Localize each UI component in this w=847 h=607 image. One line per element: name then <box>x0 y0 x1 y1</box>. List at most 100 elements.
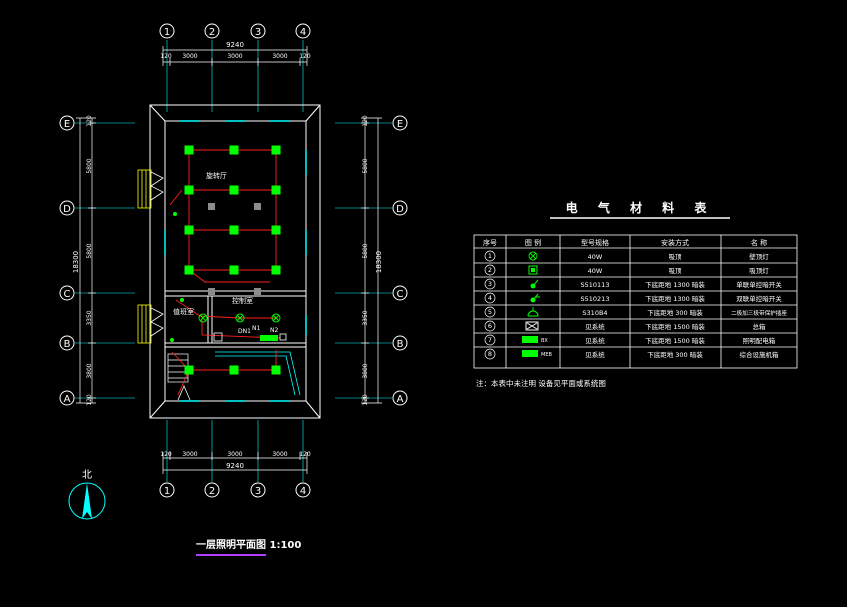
row-1-no: 1 <box>488 252 492 260</box>
right-dimensions <box>361 117 382 404</box>
legend-ceiling-lamp-icon <box>528 265 538 275</box>
panel-label-n1: N1 <box>252 325 260 332</box>
dim-bottom-segments: 120 3000 3000 3000 120 <box>160 451 311 458</box>
row-4-spec: S510213 <box>581 295 610 303</box>
top-dimensions <box>162 46 308 66</box>
panel-label-n2: N2 <box>270 327 278 334</box>
columns <box>208 203 261 295</box>
legend-socket-icon <box>527 307 539 317</box>
row-3-no: 3 <box>488 280 492 288</box>
dim-left-4: 3800 <box>86 363 93 378</box>
dim-bottom-1: 3000 <box>182 451 197 458</box>
th-no: 序号 <box>483 238 497 247</box>
table-header: 序号 图 例 型号规格 安装方式 名 称 <box>483 238 767 247</box>
row-1-install: 吸顶 <box>669 253 683 261</box>
axis-left-a: A <box>64 394 71 405</box>
th-spec: 型号规格 <box>581 238 609 247</box>
axis-left-d: D <box>63 204 71 215</box>
legend-main-box-icon <box>525 321 539 331</box>
axis-left-c: C <box>64 289 71 300</box>
row-number-circles <box>484 250 496 360</box>
entry-steps-upper <box>137 169 152 209</box>
light-3 <box>271 145 281 155</box>
table-note: 注：本表中未注明 设备见平面或系统图 <box>476 378 606 388</box>
row-6-spec: 见系统 <box>585 322 605 331</box>
light-9 <box>271 225 281 235</box>
th-install: 安装方式 <box>661 238 689 247</box>
room-label-control: 控制室 <box>232 296 253 305</box>
north-label: 北 <box>82 469 92 481</box>
dim-top-0: 120 <box>160 53 172 60</box>
row-2-no: 2 <box>488 266 492 274</box>
light-14 <box>229 365 239 375</box>
row-2-spec: 40W <box>588 267 603 275</box>
light-13 <box>184 365 194 375</box>
axis-bottom-2: 2 <box>209 486 215 497</box>
row-8-install: 下底距地 300 暗装 <box>647 350 703 359</box>
dim-left-5: 120 <box>86 394 93 406</box>
axis-bottom-4: 4 <box>300 486 306 497</box>
th-name: 名 称 <box>751 238 767 247</box>
row-5-no: 5 <box>488 308 492 316</box>
row-2-install: 吸顶 <box>669 267 683 275</box>
dim-right-5: 120 <box>362 394 369 406</box>
ceiling-lights <box>184 145 281 375</box>
dim-bottom-0: 120 <box>160 451 172 458</box>
north-arrow <box>68 482 106 520</box>
light-15 <box>271 365 281 375</box>
entry-steps-lower <box>137 304 152 344</box>
dim-right-2: 5800 <box>362 243 369 258</box>
bottom-dimensions <box>162 452 308 474</box>
row-7-name: 照明配电箱 <box>743 336 776 345</box>
dim-left-segments: 120 5800 5800 3350 3800 120 <box>86 115 93 406</box>
dim-top-4: 120 <box>299 53 311 60</box>
legend-wall-lamp-icon <box>528 251 538 261</box>
dim-left-0: 120 <box>86 115 93 127</box>
row-5-name: 二极加三极带保护插座 <box>731 309 787 317</box>
windows <box>164 120 307 402</box>
axis-right-e: E <box>397 119 403 130</box>
row-5-spec: S310B4 <box>582 309 607 317</box>
axis-bottom-1: 1 <box>164 486 170 497</box>
table-specs: 40W 40W S510113 S510213 S310B4 见系统 见系统 见… <box>581 253 610 359</box>
row-3-name: 单联单控暗开关 <box>736 280 782 289</box>
dim-right-segments: 120 5800 5800 3350 3800 120 <box>362 115 369 406</box>
axis-top-2: 2 <box>209 27 215 38</box>
light-6 <box>271 185 281 195</box>
legend-combined-box-icon <box>522 350 538 357</box>
row-4-install: 下底距地 1300 暗装 <box>645 294 705 303</box>
light-11 <box>229 265 239 275</box>
axis-right-d: D <box>396 204 404 215</box>
dim-right-1: 5800 <box>362 158 369 173</box>
switches <box>170 212 184 342</box>
dim-top-2: 3000 <box>227 53 242 60</box>
row-7-install: 下底距地 1500 暗装 <box>645 336 705 345</box>
light-4 <box>184 185 194 195</box>
axis-right-b: B <box>397 339 404 350</box>
dim-right-3: 3350 <box>362 310 369 325</box>
legend-lighting-box-icon <box>522 336 538 343</box>
row-8-name: 综合设施机箱 <box>740 350 780 359</box>
light-1 <box>184 145 194 155</box>
axis-right-a: A <box>397 394 404 405</box>
axis-top-1: 1 <box>164 27 170 38</box>
row-numbers: 1 2 3 4 5 6 7 8 <box>488 252 492 358</box>
dim-bottom-total: 9240 <box>226 462 244 470</box>
dim-left-2: 5800 <box>86 243 93 258</box>
legend-single-switch-icon <box>530 279 539 289</box>
dim-top-segments: 120 3000 3000 3000 120 <box>160 53 311 60</box>
table-install: 吸顶 吸顶 下底距地 1300 暗装 下底距地 1300 暗装 下底距地 300… <box>645 253 705 359</box>
row-1-name: 壁顶灯 <box>749 252 769 261</box>
light-5 <box>229 185 239 195</box>
dim-top-3: 3000 <box>272 53 287 60</box>
axis-left-e: E <box>64 119 70 130</box>
dim-left-3: 3350 <box>86 310 93 325</box>
row-8-spec: 见系统 <box>585 350 605 359</box>
light-10 <box>184 265 194 275</box>
dim-top-total: 9240 <box>226 41 244 49</box>
room-label-duty: 值班室 <box>173 307 194 316</box>
legend-double-switch-icon <box>530 293 540 303</box>
legend-symbols <box>522 251 540 357</box>
distribution-panels <box>213 332 287 342</box>
axis-bubbles-left: E D C B A <box>59 115 75 406</box>
